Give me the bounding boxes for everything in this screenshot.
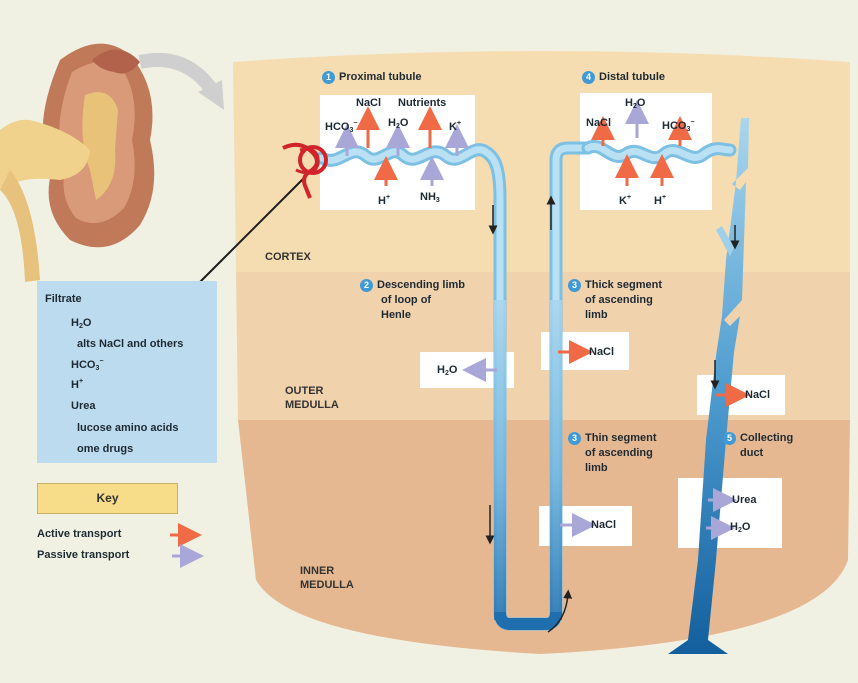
collecting-urea-box: [678, 478, 782, 548]
filtrate-hco3-sup: −: [99, 358, 103, 365]
filtrate-drugs: ome drugs: [77, 443, 133, 455]
distal-h2o-o: O: [637, 97, 646, 109]
descending-limb-shade: [494, 300, 506, 620]
filtrate-hco3-sub: 3: [95, 365, 99, 372]
filtrate-hco3: HCO3−: [71, 358, 103, 372]
thin-title-line2: of ascending: [585, 447, 653, 460]
thin-title: 3 Thin segment: [568, 432, 657, 445]
distal-h-text: H: [654, 195, 662, 207]
filtrate-h-text: H: [71, 379, 79, 391]
proximal-h2o-label: H2O: [388, 117, 408, 133]
distal-k-label: K+: [619, 191, 631, 208]
collecting-h2o-o: O: [742, 521, 751, 533]
thin-number: 3: [568, 432, 581, 445]
collecting-h2o-label: H2O: [730, 521, 750, 537]
key-box: Key: [37, 483, 178, 514]
proximal-hco3-sup: −: [353, 120, 357, 127]
proximal-k-text: K: [449, 121, 457, 133]
distal-h2o-h: H: [625, 97, 633, 109]
zoom-arrow: [140, 60, 224, 110]
proximal-nh3-sub: 3: [436, 197, 440, 204]
distal-number: 4: [582, 71, 595, 84]
thick-number: 3: [568, 279, 581, 292]
collecting-title-line2: duct: [740, 447, 763, 460]
proximal-hco3-sub: 3: [349, 127, 353, 134]
thick-nacl-label: NaCl: [589, 346, 614, 359]
zone-inner-label-1: INNER: [300, 564, 334, 578]
thin-title-line1: Thin segment: [585, 432, 657, 444]
distal-hco3-label: HCO3−: [662, 116, 694, 136]
filtrate-title: Filtrate: [45, 293, 82, 305]
proximal-k-sup: +: [457, 120, 461, 127]
descending-h2o-o: O: [449, 364, 458, 376]
filtrate-h: H+: [71, 378, 83, 391]
proximal-hco3-text: HCO: [325, 121, 349, 133]
key-passive-label: Passive transport: [37, 549, 129, 562]
thin-title-line3: limb: [585, 462, 608, 475]
proximal-k-label: K+: [449, 117, 461, 134]
collecting-title: 5 Collecting: [723, 432, 793, 445]
filtrate-hco3-text: HCO: [71, 359, 95, 371]
zone-outer-label-2: MEDULLA: [285, 398, 339, 412]
filtrate-h2o: H2O: [71, 317, 91, 330]
distal-k-text: K: [619, 195, 627, 207]
filtrate-salts: alts NaCl and others: [77, 338, 183, 350]
proximal-h2o-h: H: [388, 117, 396, 129]
proximal-h-label: H+: [378, 191, 390, 208]
collecting-title-line1: Collecting: [740, 432, 793, 444]
proximal-title-text: Proximal tubule: [339, 71, 422, 83]
descending-number: 2: [360, 279, 373, 292]
thick-title: 3 Thick segment: [568, 279, 662, 292]
distal-hco3-text: HCO: [662, 120, 686, 132]
distal-hco3-sup: −: [690, 119, 694, 126]
filtrate-h-sup: +: [79, 378, 83, 385]
filtrate-h2o-h: H: [71, 317, 79, 329]
distal-hco3-sub: 3: [686, 126, 690, 133]
distal-h2o-label: H2O: [625, 97, 645, 113]
thick-title-line3: limb: [585, 309, 608, 322]
zone-cortex-label: CORTEX: [265, 250, 311, 264]
descending-title-line2: of loop of: [381, 294, 431, 307]
zone-outer-label-1: OUTER: [285, 384, 324, 398]
proximal-nacl-label: NaCl: [356, 97, 381, 110]
descending-h2o-label: H2O: [437, 364, 457, 380]
distal-h-sup: +: [662, 194, 666, 201]
descending-title: 2 Descending limb: [360, 279, 465, 292]
distal-k-sup: +: [627, 194, 631, 201]
key-active-label: Active transport: [37, 528, 121, 541]
proximal-title: 1 Proximal tubule: [322, 71, 422, 84]
proximal-nutrients-label: Nutrients: [398, 97, 446, 110]
descending-title-line3: Henle: [381, 309, 411, 322]
ascending-limb-shade: [550, 300, 562, 620]
filtrate-h2o-o: O: [83, 317, 92, 329]
distal-h-label: H+: [654, 191, 666, 208]
thick-title-line1: Thick segment: [585, 279, 662, 291]
proximal-hco3-label: HCO3−: [325, 117, 357, 137]
proximal-nh3-label: NH3: [420, 191, 440, 207]
collecting-h2o-h: H: [730, 521, 738, 533]
proximal-h2o-o: O: [400, 117, 409, 129]
descending-title-line1: Descending limb: [377, 279, 465, 291]
descending-h2o-h: H: [437, 364, 445, 376]
thin-nacl-label: NaCl: [591, 519, 616, 532]
distal-title: 4 Distal tubule: [582, 71, 665, 84]
proximal-nh3-text: NH: [420, 191, 436, 203]
distal-nacl-label: NaCl: [586, 117, 611, 130]
proximal-h-text: H: [378, 195, 386, 207]
distal-title-text: Distal tubule: [599, 71, 665, 83]
zone-inner-label-2: MEDULLA: [300, 578, 354, 592]
filtrate-urea: Urea: [71, 400, 95, 412]
collecting-number: 5: [723, 432, 736, 445]
proximal-number: 1: [322, 71, 335, 84]
filtrate-panel: Filtrate H2O alts NaCl and others HCO3− …: [37, 281, 217, 463]
filtrate-glucose: lucose amino acids: [77, 422, 178, 434]
proximal-h-sup: +: [386, 194, 390, 201]
thick-title-line2: of ascending: [585, 294, 653, 307]
collecting-nacl-label: NaCl: [745, 389, 770, 402]
collecting-urea-label: Urea: [732, 494, 756, 507]
kidney-illustration: [0, 44, 154, 282]
